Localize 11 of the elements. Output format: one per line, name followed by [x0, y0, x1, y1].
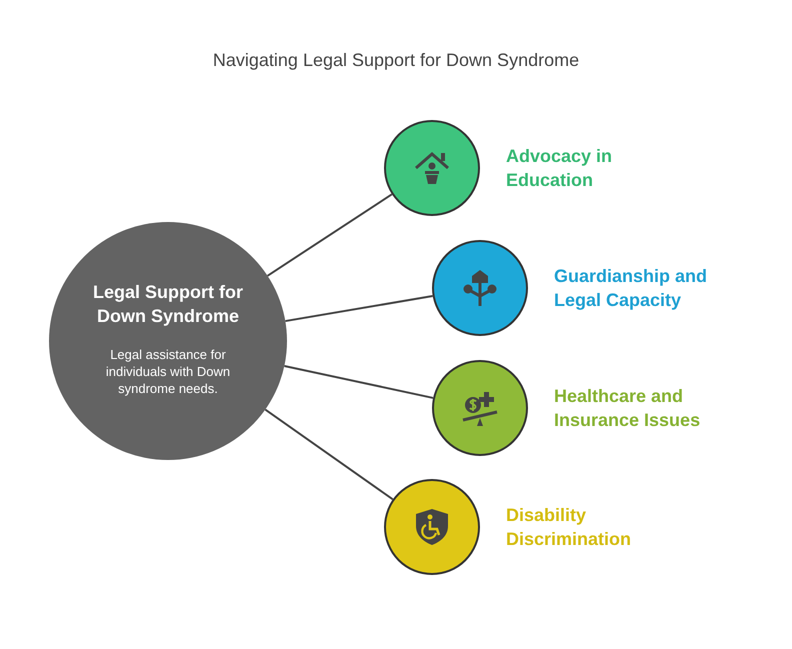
- connector-line: [285, 295, 433, 322]
- node-label: Disability Discrimination: [506, 504, 632, 551]
- node-label: Advocacy in Education: [506, 145, 614, 192]
- node-heading: Legal Support for Down Syndrome: [92, 281, 244, 328]
- connector-line: [266, 193, 392, 277]
- connector-line: [264, 408, 394, 500]
- diagram-title: Navigating Legal Support for Down Syndrome: [212, 50, 580, 71]
- node-description: Legal assistance for individuals with Down syndrome needs.: [104, 346, 232, 397]
- node-label: Healthcare and Insurance Issues: [554, 385, 702, 432]
- node-label: Guardianship and Legal Capacity: [554, 265, 708, 312]
- connector-line: [284, 365, 434, 399]
